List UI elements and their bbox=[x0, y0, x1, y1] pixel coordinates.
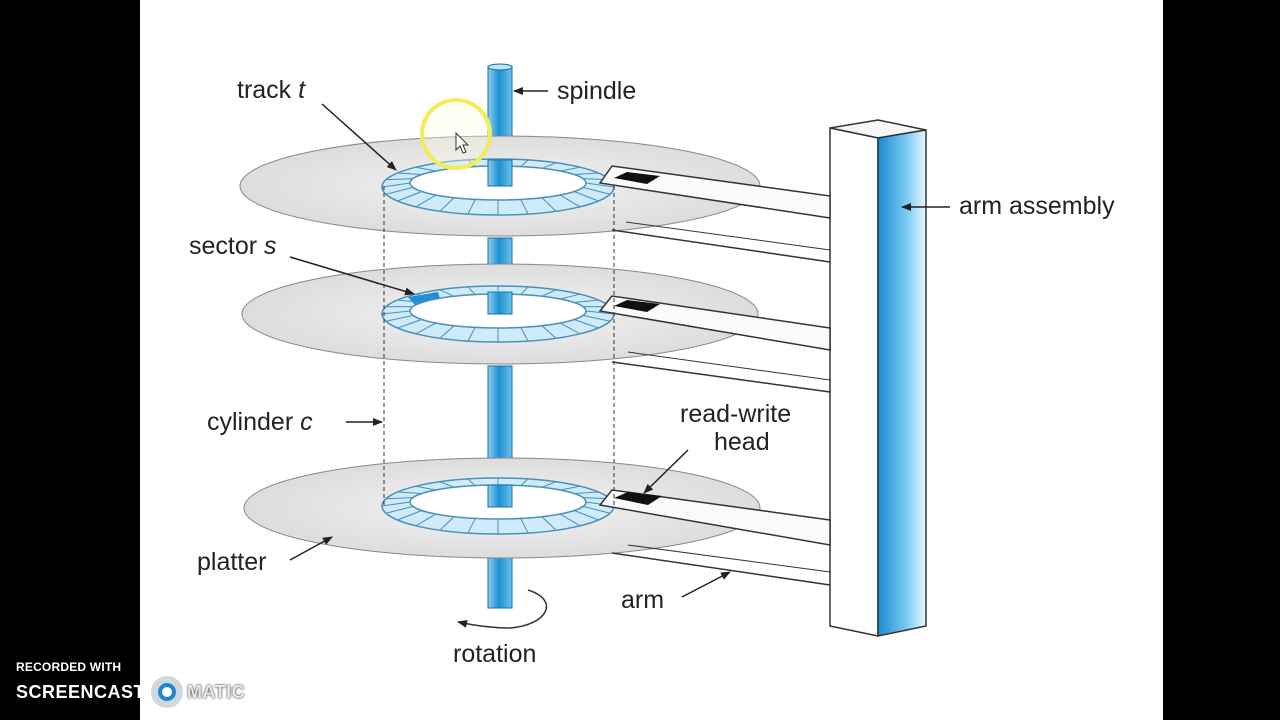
rotation-label: rotation bbox=[453, 640, 536, 668]
sector-divider bbox=[381, 310, 411, 315]
sector-divider bbox=[385, 497, 414, 500]
read-write-head-middle bbox=[614, 300, 660, 312]
sector-divider bbox=[560, 485, 581, 491]
cylinder-label: cylinder c bbox=[207, 408, 313, 436]
sector-divider bbox=[520, 286, 529, 295]
read-write-label-line1: read-write bbox=[680, 400, 791, 428]
sector-divider bbox=[541, 197, 557, 212]
sector-divider bbox=[397, 491, 422, 494]
sector-divider bbox=[385, 178, 414, 181]
platter-arrow bbox=[289, 536, 333, 561]
sector-divider bbox=[559, 194, 581, 208]
sector-divider bbox=[467, 478, 476, 486]
sector-divider bbox=[439, 197, 455, 212]
sector-divider bbox=[381, 182, 411, 188]
sector-divider bbox=[397, 191, 422, 202]
sector-divider bbox=[397, 319, 422, 329]
sector-divider bbox=[541, 516, 557, 531]
sector-divider bbox=[559, 322, 581, 335]
arm-bottom bbox=[598, 489, 831, 586]
read-write-head-top bbox=[614, 172, 660, 184]
cylinder-outline bbox=[383, 186, 615, 506]
sector-divider bbox=[520, 327, 529, 342]
sector-divider bbox=[439, 481, 455, 488]
read-write-head-bottom bbox=[614, 492, 662, 505]
sector-divider bbox=[415, 293, 436, 300]
sector-divider bbox=[415, 194, 437, 208]
sector-divider bbox=[585, 310, 615, 315]
sector-divider bbox=[439, 516, 455, 531]
disk-diagram: track t spindle arm assembly sector s cy… bbox=[189, 63, 1115, 668]
sector-divider bbox=[541, 325, 557, 339]
arm-assembly bbox=[829, 119, 927, 637]
sector-divider bbox=[560, 293, 581, 300]
recorded-with-text: RECORDED WITH bbox=[16, 660, 122, 674]
cursor-highlight bbox=[420, 98, 492, 170]
read-write-head-arrow bbox=[643, 449, 689, 494]
screencast-logo-icon bbox=[151, 676, 184, 708]
arm-assembly-label: arm assembly bbox=[959, 192, 1115, 220]
sector-divider bbox=[585, 182, 615, 188]
sector-divider bbox=[541, 289, 557, 297]
sector-divider bbox=[415, 513, 437, 527]
sector-divider bbox=[560, 166, 581, 172]
sector-divider bbox=[582, 314, 611, 322]
sector-divider bbox=[574, 299, 599, 303]
sector-divider bbox=[385, 186, 414, 195]
sector-divider bbox=[541, 481, 557, 488]
sector-divider bbox=[381, 501, 411, 507]
read-write-label-line2: head bbox=[714, 428, 770, 456]
sector-divider bbox=[574, 491, 599, 494]
track-arrow bbox=[321, 103, 397, 171]
sector-divider bbox=[385, 505, 414, 514]
sector-divider bbox=[520, 518, 529, 534]
rotation-arrow bbox=[457, 589, 548, 629]
sector-divider bbox=[582, 505, 611, 514]
sector-divider bbox=[467, 199, 476, 215]
sector-divider bbox=[397, 299, 422, 303]
sector-divider bbox=[385, 314, 414, 322]
spindle-label: spindle bbox=[557, 77, 636, 105]
brand-right-text: MATIC bbox=[187, 681, 246, 702]
sector-divider bbox=[415, 166, 436, 172]
sector-divider bbox=[574, 319, 599, 329]
mouse-pointer-icon bbox=[455, 131, 470, 154]
sector-divider bbox=[415, 322, 437, 335]
screencast-o-matic-logo: SCREENCAST MATIC bbox=[16, 676, 246, 708]
sector-divider bbox=[520, 159, 529, 167]
sector-divider bbox=[574, 191, 599, 202]
arm-arrow bbox=[681, 571, 731, 598]
sector-label: sector s bbox=[189, 232, 277, 260]
sector-divider bbox=[467, 518, 476, 534]
sector-divider bbox=[415, 485, 436, 491]
sector-divider bbox=[439, 289, 455, 297]
sector-divider bbox=[467, 286, 476, 295]
sector-divider bbox=[520, 199, 529, 215]
platter-label: platter bbox=[197, 548, 266, 576]
sector-divider bbox=[582, 186, 611, 195]
arm-label: arm bbox=[621, 586, 664, 614]
sector-divider bbox=[574, 172, 599, 175]
arm-top bbox=[598, 165, 831, 263]
sector-divider bbox=[397, 510, 422, 521]
sector-divider bbox=[520, 478, 529, 486]
sector-arrow bbox=[289, 256, 415, 296]
sector-divider bbox=[467, 327, 476, 342]
brand-left-text: SCREENCAST bbox=[16, 681, 146, 702]
sector-divider bbox=[439, 325, 455, 339]
sector-divider bbox=[541, 162, 557, 169]
diagram-slide: track t spindle arm assembly sector s cy… bbox=[140, 0, 1163, 720]
sector-divider bbox=[574, 510, 599, 521]
track-label: track t bbox=[237, 76, 306, 104]
sector-divider bbox=[559, 513, 581, 527]
arm-middle bbox=[598, 295, 831, 393]
sector-divider bbox=[397, 172, 422, 175]
